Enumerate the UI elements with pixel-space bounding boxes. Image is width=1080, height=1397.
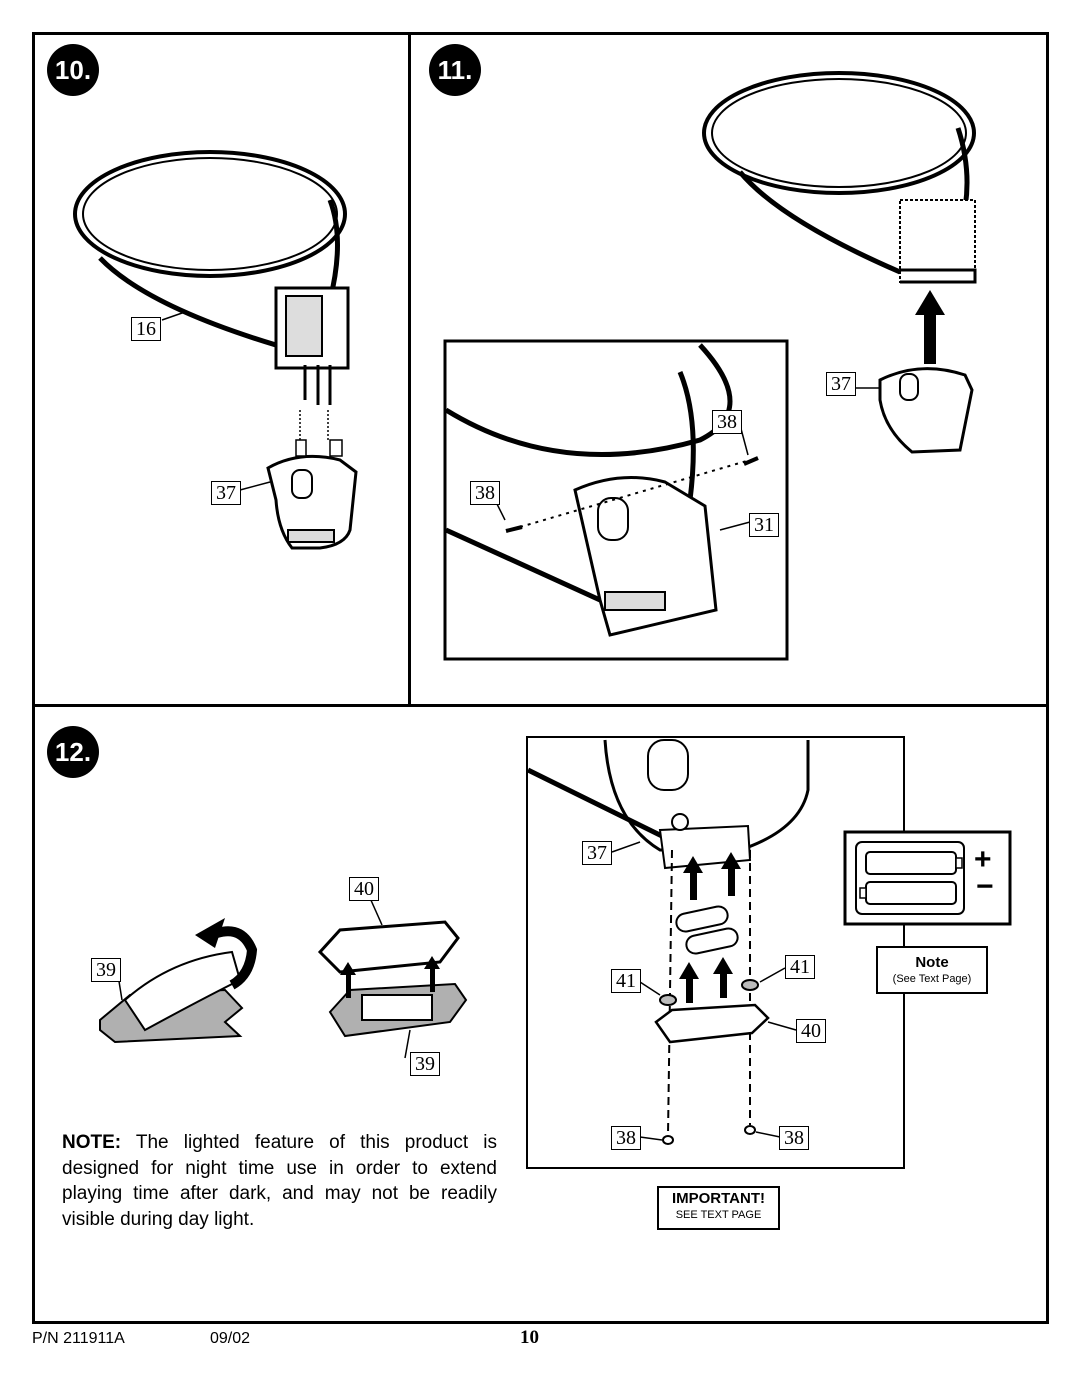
important-box: IMPORTANT! SEE TEXT PAGE [657, 1186, 780, 1230]
step-11-rim-illustration [443, 71, 977, 661]
callout-40-right: 40 [796, 1019, 826, 1043]
step-11-badge: 11. [429, 44, 481, 96]
battery-plus-symbol: + [974, 843, 992, 876]
callout-38-inset-right: 38 [712, 410, 742, 434]
callout-37-step11: 37 [826, 372, 856, 396]
panel-divider-vertical [408, 32, 411, 706]
panel-divider-horizontal [32, 704, 1049, 707]
page-number: 10 [520, 1327, 539, 1348]
lighted-feature-note: NOTE: The lighted feature of this produc… [62, 1130, 497, 1232]
callout-41-right: 41 [785, 955, 815, 979]
note-label: NOTE: [62, 1132, 122, 1153]
callout-38-bottom-right: 38 [779, 1126, 809, 1150]
callout-38-inset-left: 38 [470, 481, 500, 505]
step-10-badge: 10. [47, 44, 99, 96]
note-box: Note (See Text Page) [876, 946, 988, 994]
step-10-rim-illustration [73, 150, 358, 550]
callout-41-left: 41 [611, 969, 641, 993]
callout-37-step12: 37 [582, 841, 612, 865]
callout-39-right: 39 [410, 1052, 440, 1076]
battery-minus-symbol: − [976, 870, 994, 903]
revision-date: 09/02 [210, 1330, 251, 1347]
callout-38-bottom-left: 38 [611, 1126, 641, 1150]
callout-31: 31 [749, 513, 779, 537]
part-number: P/N 211911A [32, 1330, 125, 1347]
important-subtitle: SEE TEXT PAGE [675, 1209, 762, 1221]
callout-40-left: 40 [349, 877, 379, 901]
step-12-exploded-view [526, 736, 1012, 1169]
page-frame [32, 32, 1049, 1324]
step-12-lens-illustrations [99, 897, 468, 1059]
step-12-badge: 12. [47, 726, 99, 778]
important-title: IMPORTANT! [671, 1190, 766, 1207]
callout-39-left: 39 [91, 958, 121, 982]
note-box-subtitle: (See Text Page) [892, 973, 972, 985]
callout-16: 16 [131, 317, 161, 341]
note-box-title: Note [915, 954, 949, 971]
note-body: The lighted feature of this product is d… [62, 1132, 497, 1230]
callout-37-step10: 37 [211, 481, 241, 505]
